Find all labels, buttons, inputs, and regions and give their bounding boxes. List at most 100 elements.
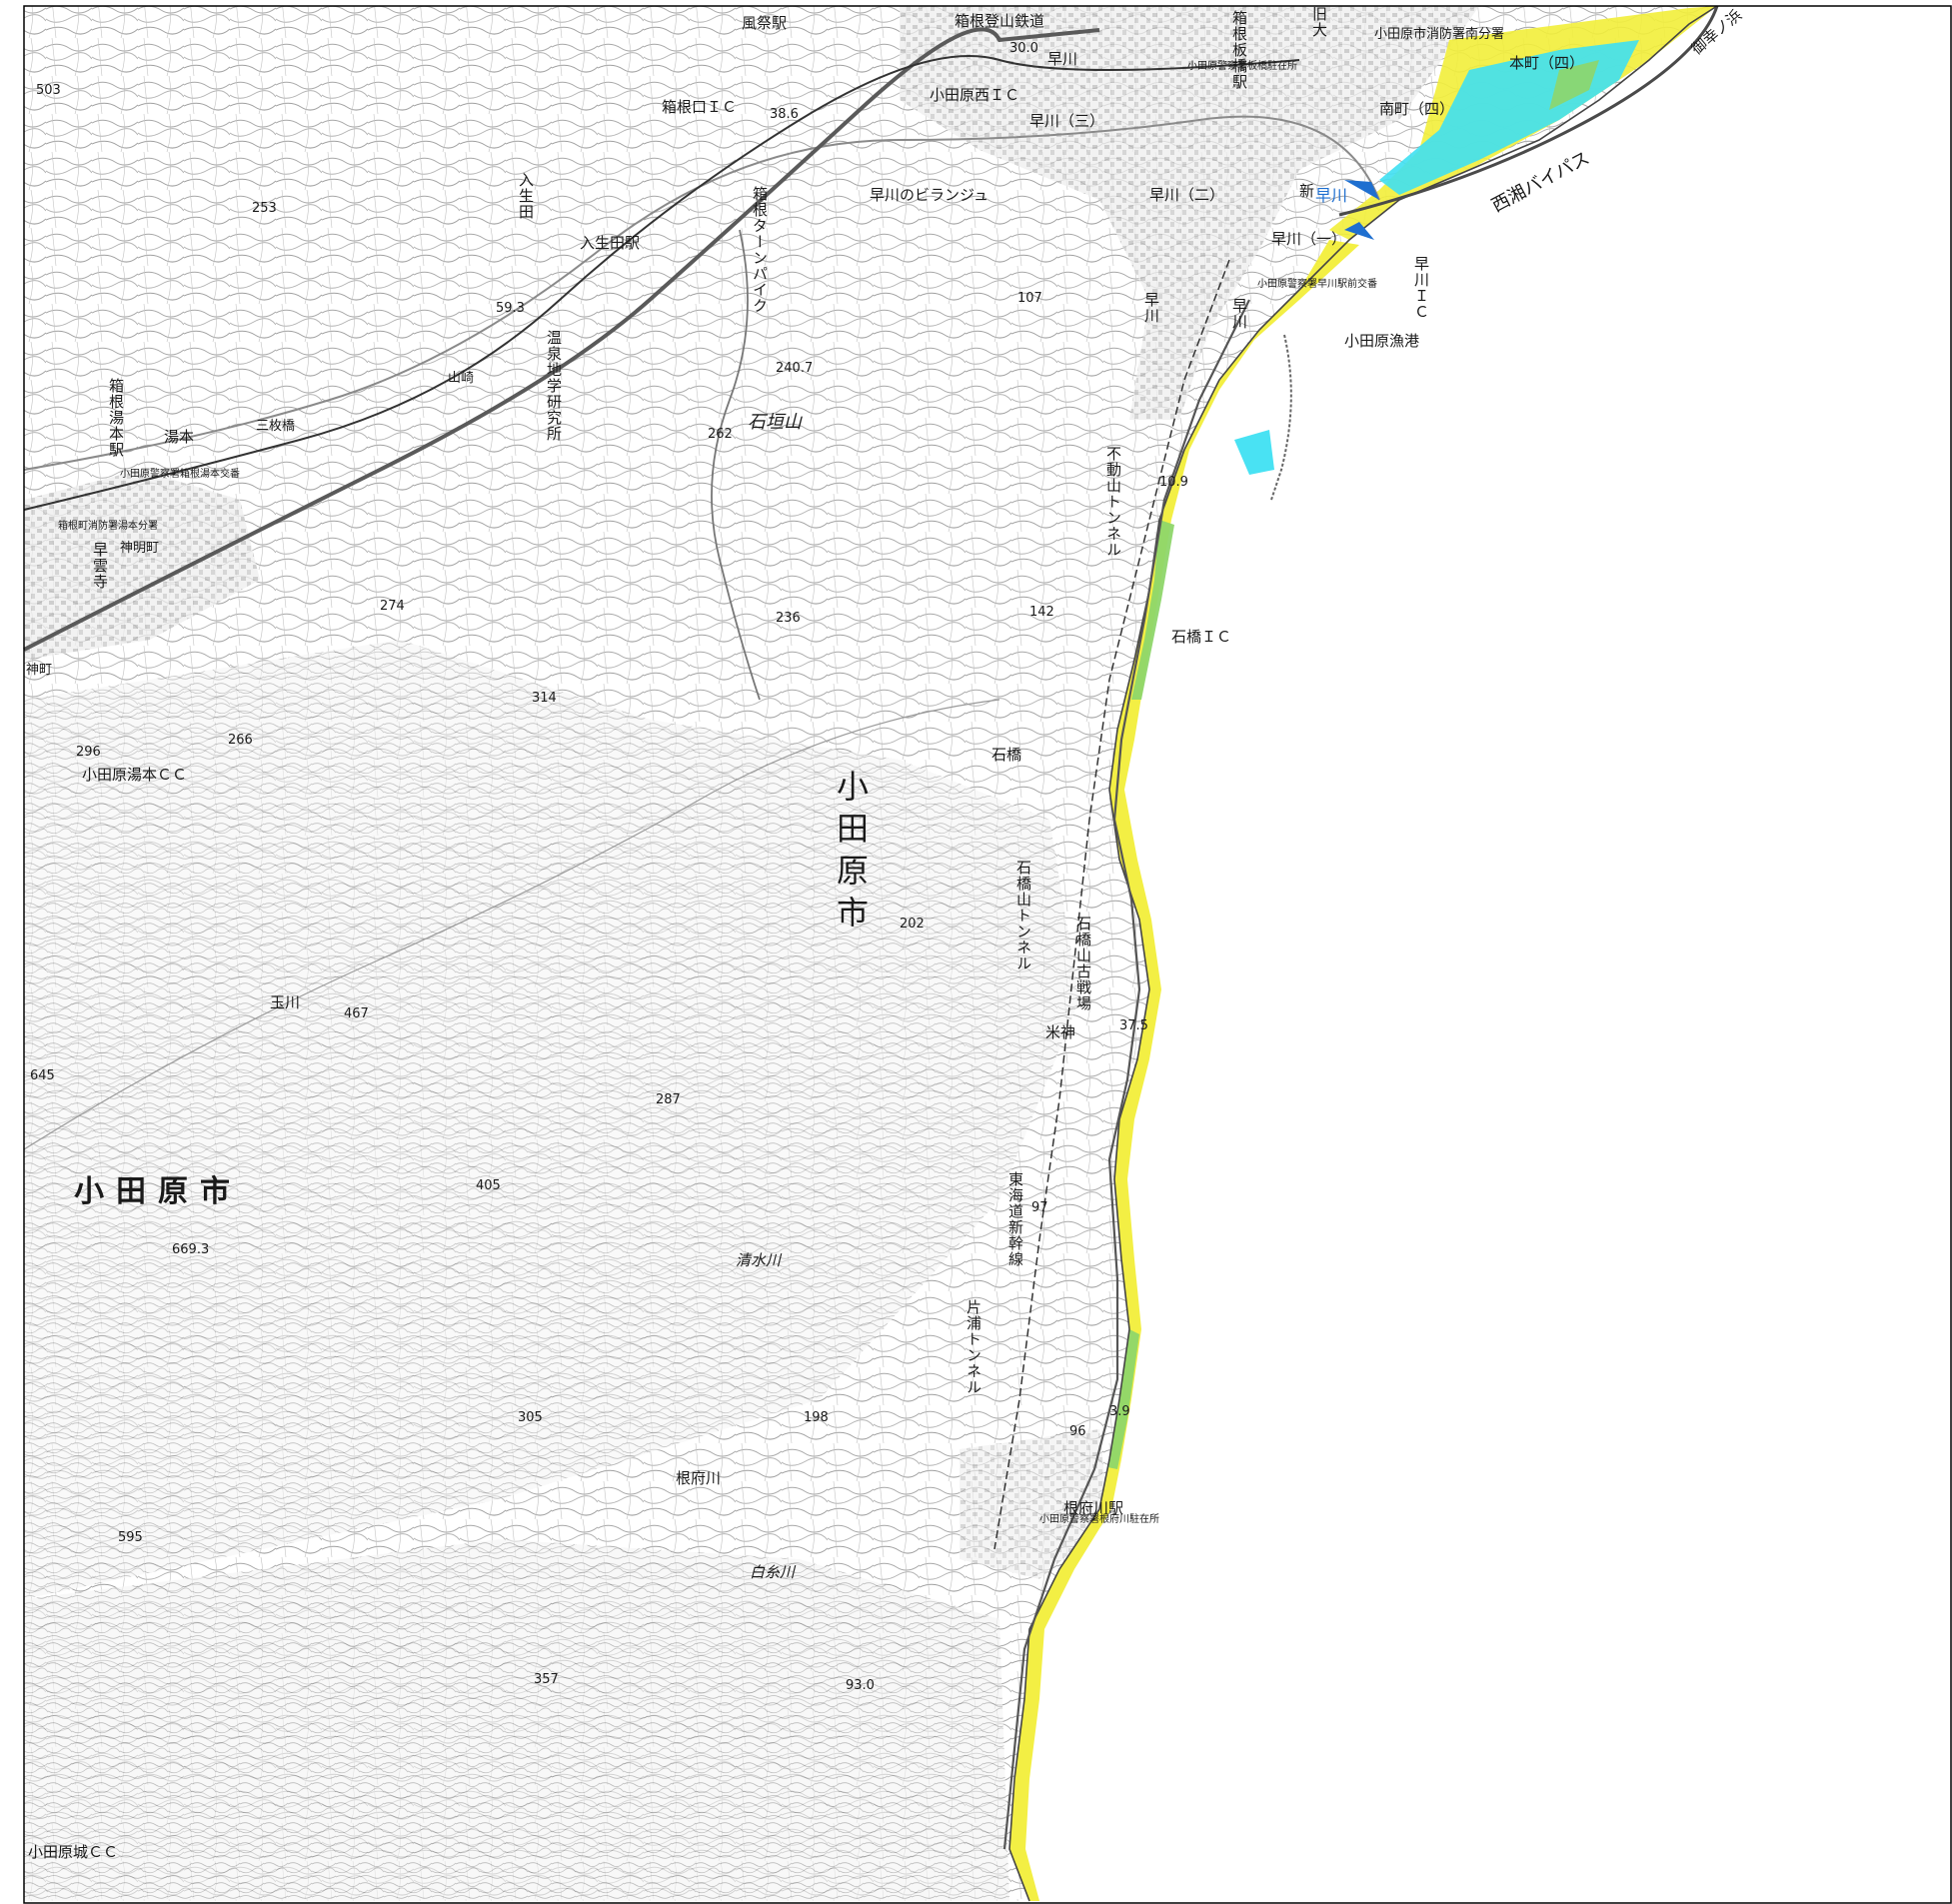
odawarajo-cc-label: 小田原城ＣＣ <box>28 1843 119 1861</box>
elevation-357: 357 <box>534 1672 559 1687</box>
ishibashiyama-tunnel-label: 石橋山トンネル <box>1014 860 1032 971</box>
iriuda-label: 入生田 <box>517 172 535 220</box>
ishibashi-label: 石橋 <box>991 746 1022 764</box>
hayakawa-top-label: 早川 <box>1047 50 1078 68</box>
shinmei-left-label: 神町 <box>26 663 53 678</box>
flow-arrow-2 <box>1344 222 1374 240</box>
tamagawa-label: 玉川 <box>270 993 301 1011</box>
elevation-107: 107 <box>1017 291 1042 306</box>
hakoneguchi-ic-label: 箱根口ＩＣ <box>662 98 738 116</box>
elevation-97: 97 <box>1031 1200 1048 1215</box>
yamazaki-label: 山崎 <box>448 371 475 386</box>
soun-ji-label: 早雲寺 <box>91 542 109 590</box>
elevation-59: 59.3 <box>496 301 525 316</box>
elevation-109: 10.9 <box>1159 475 1188 490</box>
city-label-west: 小田原市 <box>74 1174 242 1209</box>
yumoto-cc-label: 小田原湯本ＣＣ <box>82 766 188 784</box>
tokaido-shinkansen-label: 東海道新幹線 <box>1006 1171 1024 1267</box>
shiraitogawa-label: 白糸川 <box>750 1563 796 1581</box>
breakwater <box>1270 334 1292 501</box>
elevation-142: 142 <box>1029 605 1054 620</box>
seisho-bypass-road <box>1338 5 1719 217</box>
shin-label: 新 <box>1299 182 1315 200</box>
elevation-39: 3.9 <box>1109 1404 1130 1419</box>
elevation-96: 96 <box>1069 1424 1086 1439</box>
elevation-645: 645 <box>30 1068 55 1083</box>
hayakawa-river-line <box>23 115 1380 471</box>
sanmaibashi-label: 三枚橋 <box>256 419 296 434</box>
ishibashiyama-battlefield-label: 石橋山古戦場 <box>1074 916 1092 1011</box>
elevation-375: 37.5 <box>1119 1018 1148 1033</box>
nebugawa-river-label: 根府川 <box>676 1469 722 1487</box>
urban-nebukawa <box>960 1429 1109 1579</box>
elevation-669: 669.3 <box>172 1242 210 1257</box>
elevation-287: 287 <box>656 1092 681 1107</box>
map-frame <box>23 5 1952 1904</box>
elevation-314: 314 <box>532 691 557 706</box>
kataura-tunnel-label: 片浦トンネル <box>965 1299 982 1395</box>
honcho-label: 本町（四） <box>1509 54 1585 72</box>
hayakawa-1-label: 早川（一） <box>1271 230 1347 248</box>
elevation-266: 266 <box>228 733 253 748</box>
hayakawa-pyramid-label: 早川のビランジュ <box>870 186 988 204</box>
expressway <box>23 27 1100 652</box>
shinmei-cho-label: 神明町 <box>120 541 160 556</box>
shimizugawa-label: 清水川 <box>736 1251 782 1269</box>
hayakawa-2-label: 早川（二） <box>1149 186 1225 204</box>
elevation-296: 296 <box>76 745 101 760</box>
kazamatsuri-station-label: 風祭駅 <box>742 14 788 32</box>
elevation-274: 274 <box>380 599 405 614</box>
elevation-38: 38.6 <box>770 107 799 122</box>
police-box-hayakawa-label: 小田原警察署早川駅前交番 <box>1257 279 1377 290</box>
elevation-30: 30.0 <box>1009 41 1038 56</box>
komegami-label: 米神 <box>1045 1023 1076 1041</box>
elevation-236: 236 <box>776 611 801 626</box>
fudoyama-tunnel-label: 不動山トンネル <box>1104 446 1122 558</box>
hakone-itabashi-station-label: 箱根板橋駅 <box>1230 10 1248 90</box>
flood-zone-cyan-port <box>1234 430 1274 475</box>
police-yumoto-label: 小田原警察署箱根湯本交番 <box>120 469 240 480</box>
elevation-262: 262 <box>708 427 733 442</box>
elevation-198: 198 <box>804 1410 829 1425</box>
hayakawa-3-label: 早川（三） <box>1029 112 1105 130</box>
hakone-railway-label: 箱根登山鉄道 <box>955 12 1045 30</box>
hillside-west <box>24 640 1079 1599</box>
flow-arrow-1 <box>1344 180 1379 200</box>
minamicho-label: 南町（四） <box>1379 100 1455 118</box>
ishibashi-ic-label: 石橋ＩＣ <box>1171 628 1232 646</box>
urban-hayakawa <box>900 6 1479 420</box>
odawara-nishi-ic-label: 小田原西ＩＣ <box>930 86 1020 104</box>
city-label-main: 小田原市 <box>832 770 870 938</box>
yumoto-label: 湯本 <box>164 428 195 446</box>
turnpike-road <box>711 229 761 701</box>
elevation-253: 253 <box>252 201 277 216</box>
elevation-305: 305 <box>518 1410 543 1425</box>
hillside-south <box>24 1539 1009 1901</box>
coastal-road <box>1002 299 1250 1850</box>
hakone-turnpike-label: 箱根ターンパイク <box>751 186 769 314</box>
hot-spring-institute-label: 温泉地学研究所 <box>545 330 563 442</box>
fire-yumoto-label: 箱根町消防署湯本分署 <box>58 521 158 532</box>
police-box-top-label: 小田原警察署板橋駐在所 <box>1187 61 1297 72</box>
iriuda-station-label: 入生田駅 <box>580 234 641 252</box>
nebukawa-station-label: 根府川駅 <box>1063 1499 1124 1517</box>
yumoto-station-label: 箱根湯本駅 <box>107 378 125 458</box>
elevation-930: 93.0 <box>846 1678 875 1693</box>
elevation-240: 240.7 <box>776 361 814 376</box>
kaitan-label: 旧大 <box>1310 6 1328 38</box>
hayakawa-ic-label: 早川ＩＣ <box>1412 256 1430 320</box>
hayakawa-2nd-label: 早川 <box>1230 298 1248 330</box>
elevation-467: 467 <box>344 1006 369 1021</box>
hayakawa-mid-label: 早川 <box>1142 292 1160 324</box>
flood-zone-green-north <box>1549 60 1599 110</box>
urban-yumoto <box>24 470 260 660</box>
shinkansen-line <box>993 259 1230 1550</box>
odawara-port-label: 小田原漁港 <box>1344 332 1420 350</box>
police-nebukawa-label: 小田原警察署根府川駐在所 <box>1039 1514 1159 1525</box>
tamagawa-line <box>23 699 1000 1150</box>
elevation-202: 202 <box>900 917 925 932</box>
ishigakiyama-label: 石垣山 <box>748 412 802 433</box>
elevation-405: 405 <box>476 1178 501 1193</box>
hayakawa-river-label: 早川 <box>1315 186 1348 205</box>
